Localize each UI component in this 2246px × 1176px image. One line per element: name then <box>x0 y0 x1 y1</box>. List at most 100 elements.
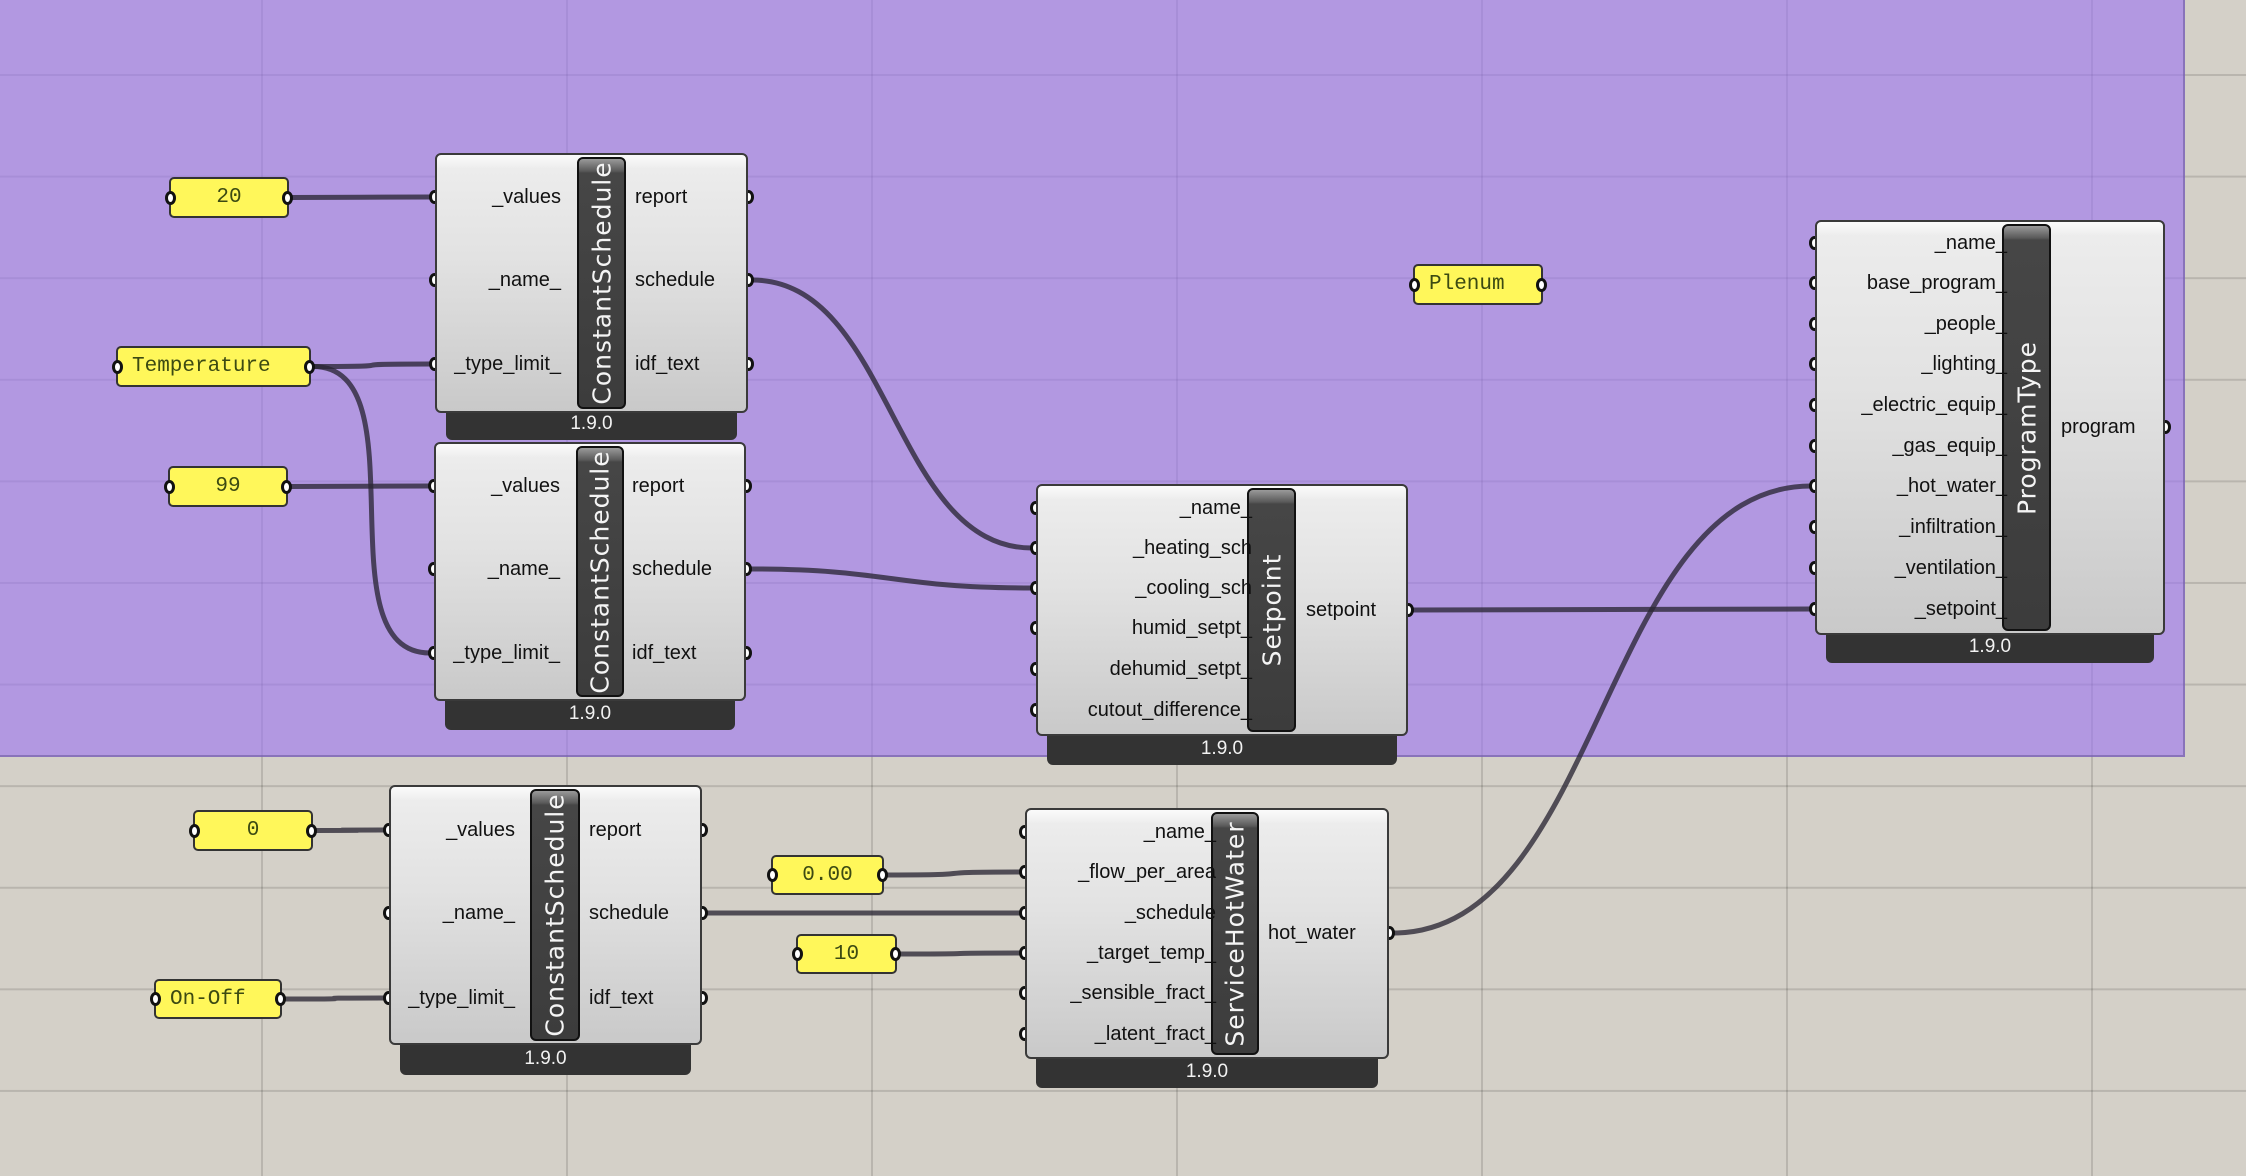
version-footer: 1.9.0 <box>445 696 735 730</box>
input-param-label: _cooling_sch <box>1135 577 1252 599</box>
input-param-label: _hot_water_ <box>1896 475 2007 497</box>
component-title: ConstantSchedule <box>540 793 570 1037</box>
input-param-label: _flow_per_area <box>1078 861 1216 883</box>
output-param-label: report <box>589 819 642 841</box>
panel-output-port[interactable] <box>890 947 901 961</box>
panel-text: 10 <box>833 942 860 966</box>
input-param-label: _infiltration_ <box>1899 516 2007 538</box>
wire-connection[interactable] <box>310 361 434 369</box>
panel-values-0[interactable]: 0 <box>189 810 317 851</box>
input-param-label: _ventilation_ <box>1894 557 2007 579</box>
input-param-label: _electric_equip_ <box>1861 394 2007 416</box>
panel-target-temp[interactable]: 10 <box>792 934 901 974</box>
panel-input-port[interactable] <box>150 992 161 1006</box>
panel-text: Temperature <box>132 355 271 378</box>
wire-connection[interactable] <box>288 194 434 200</box>
input-param-label: _name_ <box>1179 497 1252 519</box>
panel-flow-per-area[interactable]: 0.00 <box>767 855 888 895</box>
component-name-bar[interactable]: ConstantSchedule <box>577 157 626 409</box>
wire-connection[interactable] <box>1409 606 1814 613</box>
component-title: Setpoint <box>1257 553 1286 667</box>
component-title: ServiceHotWater <box>1220 820 1250 1047</box>
output-param-label: schedule <box>635 269 716 291</box>
wire-connection[interactable] <box>883 869 1024 878</box>
output-param-label: schedule <box>632 558 713 580</box>
wire-connection[interactable] <box>896 950 1024 957</box>
component-title: ConstantSchedule <box>587 161 616 405</box>
panel-text: 0.00 <box>802 863 853 887</box>
input-param-label: _values <box>446 819 515 841</box>
panel-input-port[interactable] <box>1409 277 1420 292</box>
wire-connection[interactable] <box>310 364 433 656</box>
input-param-label: humid_setpt_ <box>1131 617 1252 639</box>
input-param-label: _schedule <box>1124 902 1216 924</box>
wire-connection[interactable] <box>281 995 388 1002</box>
service-hot-water-component[interactable]: 1.9.0 ServiceHotWater_name_ _flow_per_area… <box>1019 808 1395 1088</box>
input-param-label: cutout_difference_ <box>1087 699 1252 721</box>
input-param-label: _target_temp_ <box>1087 942 1216 964</box>
panel-text: On-Off <box>170 987 246 1011</box>
version-footer: 1.9.0 <box>1036 1054 1378 1088</box>
panel-type-onoff[interactable]: On-Off <box>150 979 286 1019</box>
panel-text: 99 <box>215 475 241 498</box>
input-param-label: dehumid_setpt_ <box>1109 658 1252 680</box>
input-param-label: _people_ <box>1924 313 2007 335</box>
panel-output-port[interactable] <box>282 190 293 205</box>
panel-text: Plenum <box>1429 273 1505 296</box>
output-param-label: report <box>635 186 688 208</box>
output-param-label: idf_text <box>589 987 654 1009</box>
input-param-label: _latent_fract_ <box>1094 1023 1216 1045</box>
panel-output-port[interactable] <box>275 992 286 1006</box>
panel-input-port[interactable] <box>189 823 200 838</box>
input-param-label: _values <box>491 475 560 497</box>
component-body[interactable] <box>1815 220 2165 635</box>
input-param-label: base_program_ <box>1866 272 2007 294</box>
panel-output-port[interactable] <box>304 359 315 374</box>
component-name-bar[interactable]: Setpoint <box>1247 488 1296 732</box>
input-param-label: _name_ <box>1934 232 2007 254</box>
input-param-label: _setpoint_ <box>1914 598 2007 620</box>
output-param-label: idf_text <box>635 353 700 375</box>
output-param-label: schedule <box>589 902 670 924</box>
component-body[interactable] <box>1025 808 1389 1059</box>
panel-type-temperature[interactable]: Temperature <box>112 346 315 387</box>
input-param-label: _type_limit_ <box>454 353 561 375</box>
panel-input-port[interactable] <box>112 359 123 374</box>
panel-text: 20 <box>216 186 242 209</box>
panel-output-port[interactable] <box>281 479 292 494</box>
output-param-label: setpoint <box>1306 599 1377 621</box>
wire-connection[interactable] <box>749 277 1035 551</box>
wire-connection[interactable] <box>287 483 433 489</box>
wire-connection[interactable] <box>1390 483 1814 936</box>
panel-output-port[interactable] <box>306 823 317 838</box>
input-param-label: _lighting_ <box>1921 353 2007 375</box>
input-param-label: _name_ <box>488 269 561 291</box>
panel-output-port[interactable] <box>877 868 888 882</box>
panel-values-99[interactable]: 99 <box>164 466 292 507</box>
component-title: ConstantSchedule <box>585 449 615 694</box>
panel-input-port[interactable] <box>792 947 803 961</box>
component-name-bar[interactable]: ConstantSchedule <box>530 789 580 1041</box>
panel-output-port[interactable] <box>1536 277 1547 292</box>
input-param-label: _name_ <box>1143 821 1216 843</box>
panel-plenum[interactable]: Plenum <box>1409 264 1547 305</box>
output-param-label: hot_water <box>1268 922 1356 944</box>
panel-input-port[interactable] <box>164 479 175 494</box>
wire-connection[interactable] <box>747 566 1035 591</box>
component-name-bar[interactable]: ConstantSchedule <box>576 446 624 697</box>
wire-connection[interactable] <box>312 827 388 833</box>
component-name-bar[interactable]: ProgramType <box>2002 224 2051 631</box>
panel-input-port[interactable] <box>165 190 176 205</box>
component-body[interactable] <box>1036 484 1408 736</box>
panel-values-20[interactable]: 20 <box>165 177 293 218</box>
output-param-label: program <box>2061 416 2136 438</box>
panel-input-port[interactable] <box>767 868 778 882</box>
component-name-bar[interactable]: ServiceHotWater <box>1211 812 1259 1055</box>
panel-text: 0 <box>246 819 260 842</box>
